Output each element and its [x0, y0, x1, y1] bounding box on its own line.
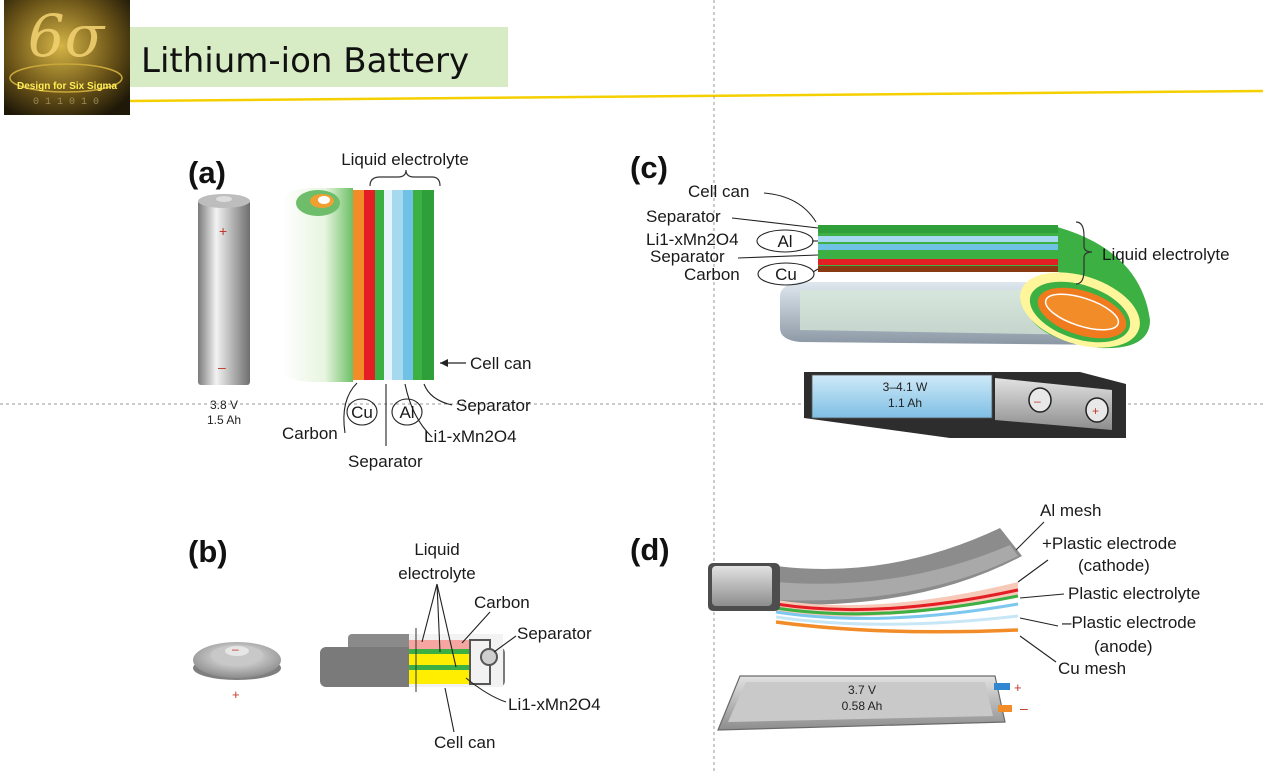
prismatic-cell-cutaway-icon	[320, 628, 505, 692]
c-cu-label: Cu	[775, 265, 797, 284]
b-carbon-label: Carbon	[474, 593, 530, 612]
a-al-label: Al	[399, 403, 414, 422]
a-cathode-label: Li1-xMn2O4	[424, 427, 517, 446]
c-separator-1-label: Separator	[646, 207, 721, 226]
slide-title: Lithium-ion Battery	[141, 41, 469, 81]
svg-text:+: +	[1092, 404, 1099, 418]
cylinder-capacity: 1.5 Ah	[207, 413, 241, 427]
a-carbon-label: Carbon	[282, 424, 338, 443]
panel-c-label: (c)	[630, 150, 668, 185]
d-al-mesh-label: Al mesh	[1040, 501, 1101, 520]
coin-cell-icon: – +	[193, 642, 281, 702]
b-cell-can-label: Cell can	[434, 733, 495, 752]
b-cathode-label: Li1-xMn2O4	[508, 695, 601, 714]
flexible-cell-icon	[708, 528, 1022, 634]
a-cell-can-label: Cell can	[470, 354, 531, 373]
svg-text:–: –	[1020, 700, 1028, 716]
d-plastic-anode-label: –Plastic electrode	[1062, 613, 1196, 632]
b-separator-label: Separator	[517, 624, 592, 643]
cylinder-cutaway-icon	[282, 188, 434, 382]
rolled-prismatic-cell-icon	[780, 225, 1150, 349]
c-liquid-electrolyte-label: Liquid electrolyte	[1102, 245, 1230, 264]
cylinder-voltage: 3.8 V	[210, 398, 238, 412]
d-cathode-note-label: (cathode)	[1078, 556, 1150, 575]
svg-text:–: –	[232, 642, 239, 656]
panel-a: (a) + – 3.8 V 1.5 Ah Liquid e	[188, 150, 531, 471]
c-cell-can-label: Cell can	[688, 182, 749, 201]
d-capacity-label: 0.58 Ah	[842, 699, 883, 713]
title-band	[130, 27, 508, 87]
prismatic-battery-icon: – +	[804, 372, 1126, 438]
svg-text:+: +	[219, 223, 227, 239]
d-cu-mesh-label: Cu mesh	[1058, 659, 1126, 678]
a-separator-bottom-label: Separator	[348, 452, 423, 471]
logo-text: Design for Six Sigma	[17, 81, 117, 92]
d-voltage-label: 3.7 V	[848, 683, 876, 697]
panel-a-label: (a)	[188, 155, 226, 190]
panel-b: (b) – + Liquid electrolyte Carbo	[188, 534, 601, 752]
svg-text:–: –	[1034, 394, 1041, 408]
header: 6σ 0 1 1 0 1 0 Design for Six Sigma Lith…	[4, 0, 1263, 115]
c-separator-2-label: Separator	[650, 247, 725, 266]
panel-b-label: (b)	[188, 534, 228, 569]
panel-d-label: (d)	[630, 532, 670, 567]
svg-text:0 1 1 0 1 0: 0 1 1 0 1 0	[33, 97, 99, 108]
six-sigma-logo-icon: 6σ 0 1 1 0 1 0 Design for Six Sigma	[4, 0, 130, 115]
pouch-cell-icon: + –	[717, 675, 1028, 731]
svg-text:–: –	[218, 359, 226, 375]
svg-text:+: +	[232, 687, 240, 702]
c-power-label: 3–4.1 W	[883, 380, 928, 394]
a-separator-right-label: Separator	[456, 396, 531, 415]
header-rule	[129, 89, 1263, 103]
panel-d: (d) Al mesh +Plastic electrode (cathode)…	[630, 501, 1200, 731]
c-cathode-label: Li1-xMn2O4	[646, 230, 739, 249]
c-carbon-label: Carbon	[684, 265, 740, 284]
c-capacity-label: 1.1 Ah	[888, 396, 922, 410]
b-liquid-label: Liquid	[414, 540, 459, 559]
d-plastic-cathode-label: +Plastic electrode	[1042, 534, 1177, 553]
c-al-label: Al	[777, 232, 792, 251]
a-cu-label: Cu	[351, 403, 373, 422]
d-plastic-electrolyte-label: Plastic electrolyte	[1068, 584, 1200, 603]
cylinder-cell-icon: + –	[198, 194, 250, 385]
a-liquid-electrolyte-label: Liquid electrolyte	[341, 150, 469, 169]
svg-text:6σ: 6σ	[28, 2, 106, 70]
svg-text:+: +	[1014, 680, 1022, 695]
panel-c: (c) Liquid electrolyte Cell can Separato…	[630, 150, 1230, 438]
d-anode-note-label: (anode)	[1094, 637, 1153, 656]
b-electrolyte-label: electrolyte	[398, 564, 475, 583]
